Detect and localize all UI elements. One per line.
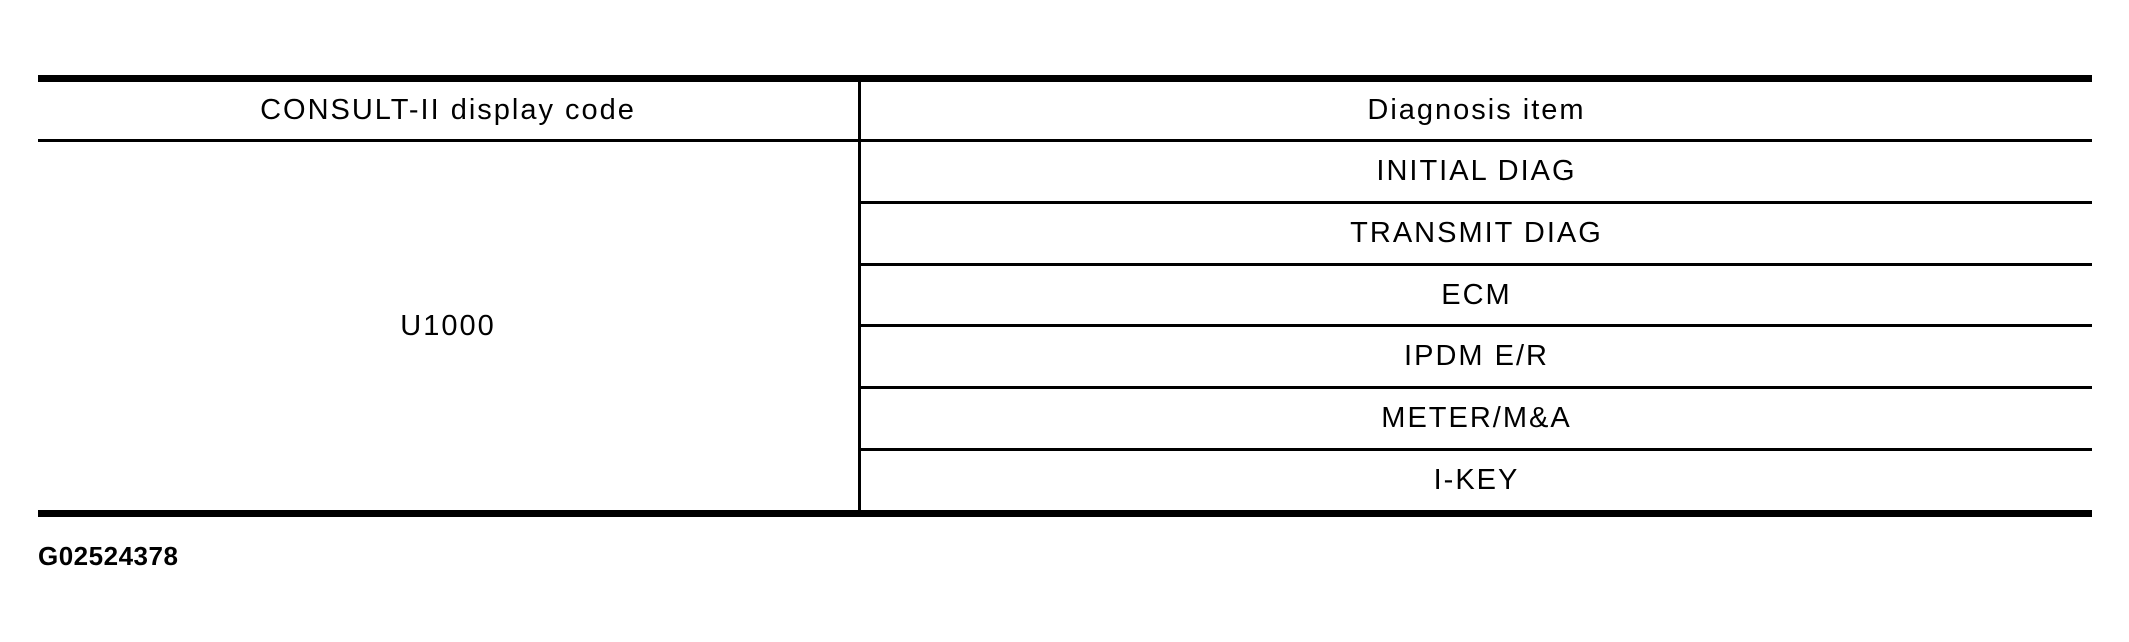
table-row: I-KEY <box>1433 464 1520 497</box>
display-code-column: CONSULT-II display code U1000 <box>38 82 858 510</box>
table-row: IPDM E/R <box>861 327 2092 390</box>
diagnostic-code-table: CONSULT-II display code U1000 Diagnosis … <box>38 75 2092 517</box>
diagnosis-item-column: Diagnosis item INITIAL DIAG TRANSMIT DIA… <box>858 82 2092 510</box>
table-row: ECM <box>861 266 2092 328</box>
display-code-cell: U1000 <box>400 309 496 342</box>
table-row: METER/M&A <box>861 389 2092 452</box>
column-header-diagnosis-item: Diagnosis item <box>861 82 2092 142</box>
figure-id-label: G02524378 <box>38 541 179 571</box>
table-row: INITIAL DIAG <box>861 142 2092 204</box>
column-header-display-code: CONSULT-II display code <box>38 82 858 142</box>
table-row: TRANSMIT DIAG <box>861 204 2092 266</box>
